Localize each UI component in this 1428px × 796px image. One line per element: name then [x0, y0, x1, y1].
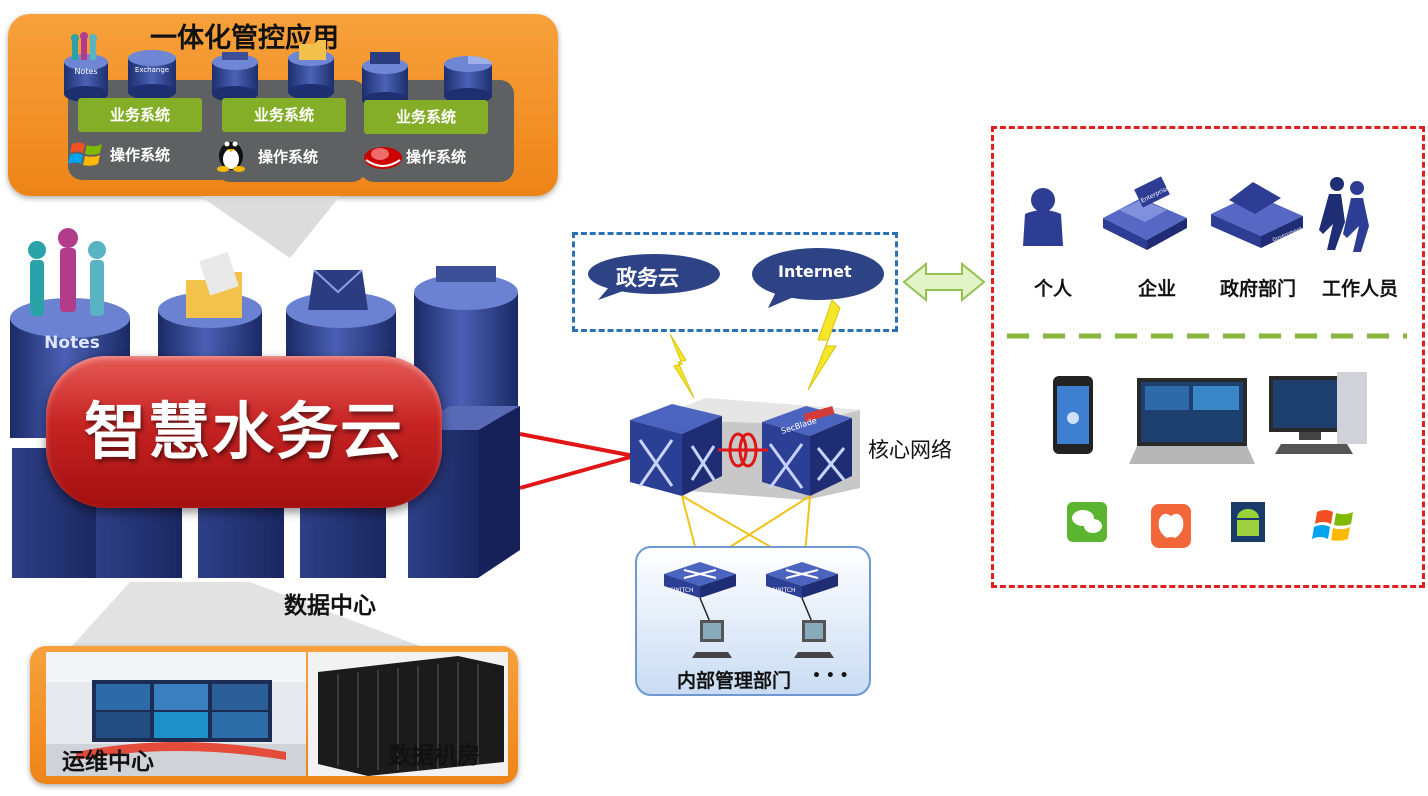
internet-label: Internet	[778, 262, 852, 281]
gov-cloud-label: 政务云	[616, 266, 679, 290]
os-label-2: 操作系统	[258, 148, 319, 166]
desktop-pc-icon	[1269, 372, 1367, 454]
machine-room-photo	[308, 652, 508, 776]
access-switch-left-icon	[664, 562, 736, 598]
windows-logo-icon	[1312, 510, 1353, 541]
core-switch-right-icon	[762, 406, 852, 496]
business-system-tag-1: 业务系统	[78, 98, 202, 132]
machine-room-label: 数据机房	[388, 743, 480, 769]
big-db-label-notes: Notes	[44, 333, 100, 353]
government-building-icon	[1211, 182, 1303, 248]
business-system-tag-2: 业务系统	[222, 98, 346, 132]
smart-water-cloud-title: 智慧水务云	[83, 395, 404, 468]
windows-icon	[68, 142, 102, 166]
apple-app-icon	[1151, 504, 1191, 548]
internal-network-devices: SWITCH SWITCH	[664, 562, 838, 658]
wechat-icon	[1067, 502, 1107, 542]
user-label-staff: 工作人员	[1321, 278, 1398, 300]
staff-icon	[1319, 177, 1369, 252]
ellipsis-label: • • •	[812, 668, 849, 684]
gov-cloud-bubble	[588, 254, 720, 300]
core-network-label: 核心网络	[868, 438, 952, 462]
db-label-notes: Notes	[74, 67, 97, 76]
ops-center-label: 运维中心	[62, 749, 154, 775]
pc-left-icon	[692, 620, 732, 658]
bidirectional-arrow-icon	[902, 261, 986, 303]
user-label-individual: 个人	[1033, 278, 1072, 300]
os-label-3: 操作系统	[406, 148, 467, 166]
os-label-1: 操作系统	[110, 146, 171, 164]
enterprise-building-icon	[1103, 176, 1187, 250]
users-terminals-dashed-box	[991, 126, 1425, 588]
person-icon	[1023, 188, 1063, 246]
folder-db-icon	[288, 40, 334, 100]
core-switch-left-icon	[630, 404, 722, 496]
cloud-network-dashed-box	[572, 232, 898, 332]
data-center-graphic: Notes	[10, 228, 520, 578]
business-system-tag-3: 业务系统	[364, 100, 488, 134]
smartphone-icon	[1053, 376, 1093, 454]
user-label-government: 政府部门	[1219, 278, 1296, 300]
exchange-db-icon	[128, 50, 176, 100]
lightning-icon-left	[669, 333, 695, 399]
ops-center-photo	[46, 652, 306, 776]
lightning-icon-right	[807, 299, 841, 391]
smart-water-cloud-pill	[46, 356, 442, 508]
switch-text-left: SWITCH	[670, 587, 694, 594]
internet-bubble	[752, 248, 884, 308]
linux-tux-icon	[217, 141, 245, 172]
pc-right-icon	[794, 620, 834, 658]
data-center-label: 数据中心	[284, 593, 376, 619]
switch-text-right: SWITCH	[772, 587, 796, 594]
notes-db-icon	[64, 32, 108, 102]
db-label-exchange: Exchange	[135, 66, 169, 74]
redhat-icon	[364, 147, 402, 169]
laptop-icon	[1129, 378, 1255, 464]
android-icon	[1231, 502, 1265, 542]
access-switch-right-icon	[766, 562, 838, 598]
users-and-devices: Enterprise Government	[1007, 176, 1407, 548]
internal-dept-label: 内部管理部门	[677, 670, 792, 692]
user-label-enterprise: 企业	[1137, 278, 1176, 300]
